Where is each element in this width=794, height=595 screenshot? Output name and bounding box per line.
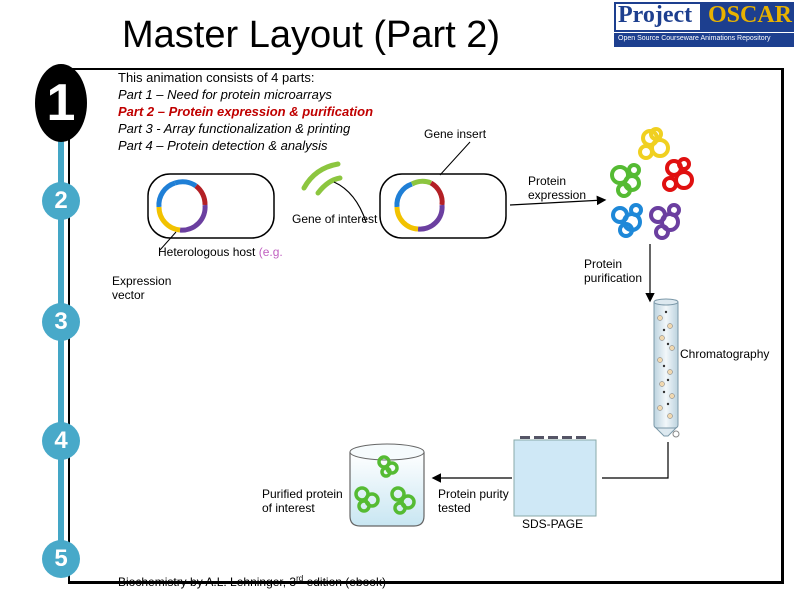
- part-4-link[interactable]: Part 4 – Protein detection & analysis: [118, 138, 328, 153]
- part-3-link[interactable]: Part 3 - Array functionalization & print…: [118, 121, 351, 136]
- heterologous-host-example: (e.g.: [258, 245, 283, 259]
- reference-text: Biochemistry by A.L. Lehninger, 3: [118, 575, 297, 589]
- step-1-marker[interactable]: 1: [35, 64, 87, 142]
- chromatography-label: Chromatography: [680, 347, 770, 361]
- protein-purification-label: Protein purification: [584, 257, 643, 285]
- heterologous-host-text: Heterologous host: [158, 245, 259, 259]
- protein-expression-label: Protein expression: [528, 174, 587, 202]
- logo-word-oscar: OSCAR: [708, 2, 793, 28]
- gene-insert-label: Gene insert: [424, 127, 487, 141]
- heterologous-host-label: Heterologous host (e.g.: [158, 245, 283, 259]
- expressed-proteins: [610, 127, 694, 240]
- purified-protein-beaker: [349, 443, 425, 527]
- recombinant-host-cell: [379, 173, 507, 239]
- parts-list: This animation consists of 4 parts: Part…: [118, 69, 373, 154]
- gene-insert-icon: [301, 161, 367, 223]
- expression-vector-label: Expression vector: [112, 274, 172, 302]
- step-3-marker[interactable]: 3: [42, 303, 80, 341]
- step-5-marker[interactable]: 5: [42, 540, 80, 578]
- reference-edition: edition (ebook): [303, 575, 386, 589]
- logo-word-project: Project: [618, 2, 693, 28]
- chromatography-column: [653, 298, 680, 438]
- protein-purity-label: Protein purity tested: [438, 487, 509, 515]
- parts-intro: This animation consists of 4 parts:: [118, 70, 315, 85]
- purified-protein-label: Purified protein of interest: [262, 487, 343, 515]
- sds-page-label: SDS-PAGE: [522, 517, 584, 531]
- part-1-link[interactable]: Part 1 – Need for protein microarrays: [118, 87, 332, 102]
- host-cell-with-vector: [147, 173, 275, 239]
- gene-of-interest-label: Gene of interest: [292, 212, 378, 226]
- step-2-marker[interactable]: 2: [42, 182, 80, 220]
- project-oscar-logo: Project OSCAR Open Source Courseware Ani…: [612, 0, 794, 50]
- step-4-marker[interactable]: 4: [42, 422, 80, 460]
- reference-superscript: rd: [296, 574, 304, 583]
- page-title: Master Layout (Part 2): [122, 14, 501, 56]
- logo-tagline: Open Source Courseware Animations Reposi…: [618, 35, 771, 42]
- reference-citation: Biochemistry by A.L. Lehninger, 3rd edit…: [118, 572, 386, 589]
- part-2-link[interactable]: Part 2 – Protein expression & purificati…: [118, 104, 374, 119]
- sds-page-gel: [513, 436, 597, 517]
